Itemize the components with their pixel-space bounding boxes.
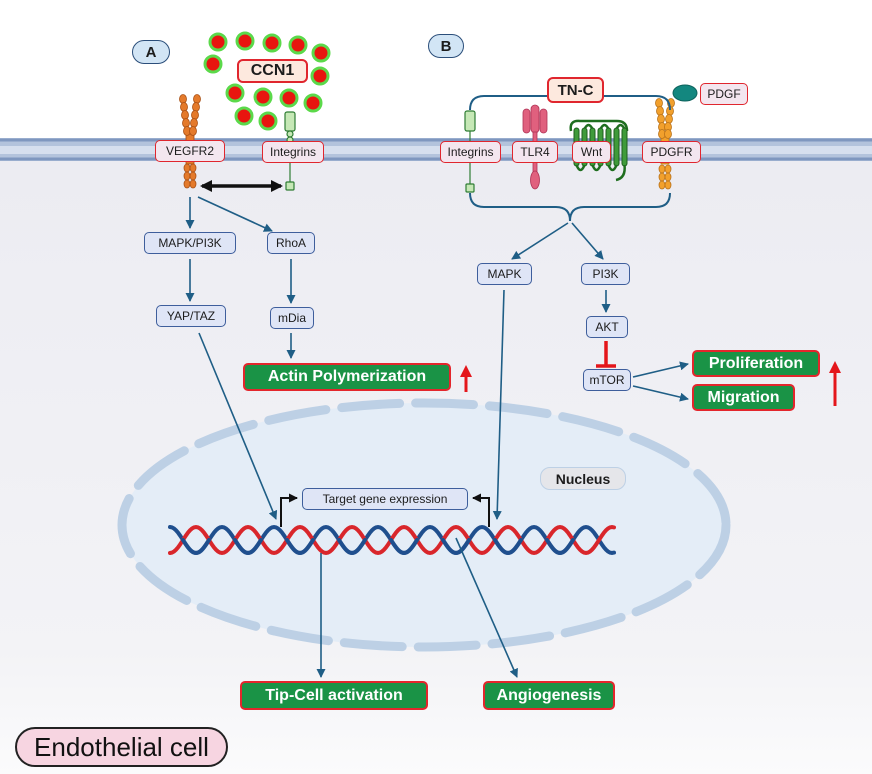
arrow-mtor-to-migration bbox=[632, 385, 689, 402]
ccn1-particle bbox=[279, 88, 299, 108]
wnt-label: Wnt bbox=[572, 141, 611, 163]
vegfr2-label: VEGFR2 bbox=[155, 140, 225, 162]
migration-outcome: Migration bbox=[692, 384, 795, 411]
arrow-mapk-to-dna bbox=[492, 289, 505, 520]
target-gene-expression-node: Target gene expression bbox=[302, 488, 468, 510]
mtor-node: mTOR bbox=[583, 369, 631, 391]
rhoa-node: RhoA bbox=[267, 232, 315, 254]
transcription-start-arrow-icon bbox=[472, 493, 490, 527]
dna-double-helix bbox=[168, 524, 616, 556]
akt-node: AKT bbox=[586, 316, 628, 338]
proliferation-outcome: Proliferation bbox=[692, 350, 820, 377]
arrow-receptors-to-pi3k bbox=[571, 222, 604, 260]
ccn1-particle bbox=[258, 111, 278, 131]
arrow-mtor-to-proliferation bbox=[632, 361, 689, 378]
integrin-b-icon bbox=[464, 110, 476, 193]
arrow-dna-to-angiogenesis bbox=[455, 537, 518, 678]
mapk-pi3k-node: MAPK/PI3K bbox=[144, 232, 236, 254]
dna-strand-blue-overlay bbox=[181, 538, 575, 555]
plasma-membrane bbox=[0, 138, 872, 161]
tnc-label: TN-C bbox=[547, 77, 604, 103]
endothelial-cell-label: Endothelial cell bbox=[15, 727, 228, 767]
pdgf-label: PDGF bbox=[700, 83, 748, 105]
dna-strand-blue-segment bbox=[233, 538, 263, 555]
pi3k-node: PI3K bbox=[581, 263, 630, 285]
panel-label-a: A bbox=[132, 40, 170, 64]
dna-strand-blue-segment bbox=[545, 538, 575, 555]
ccn1-particle bbox=[235, 31, 255, 51]
ccn1-particles bbox=[203, 31, 331, 131]
arrow-yap-taz-to-dna bbox=[198, 332, 278, 520]
ccn1-particle bbox=[234, 106, 254, 126]
tip-cell-activation-outcome: Tip-Cell activation bbox=[240, 681, 428, 710]
integrins-a-label: Integrins bbox=[262, 141, 324, 163]
ccn1-particle bbox=[311, 43, 331, 63]
pdgf-ligand-icon bbox=[672, 84, 698, 102]
mapk-node: MAPK bbox=[477, 263, 532, 285]
ccn1-particle bbox=[225, 83, 245, 103]
nucleus-label: Nucleus bbox=[540, 467, 626, 490]
pdgfr-label: PDGFR bbox=[642, 141, 701, 163]
arrow-receptors-to-mapk bbox=[511, 222, 569, 260]
yap-taz-node: YAP/TAZ bbox=[156, 305, 226, 327]
inhibition-bar-icon bbox=[596, 341, 616, 368]
ccn1-particle bbox=[203, 54, 223, 74]
dna-strand-blue-segment bbox=[285, 538, 315, 555]
dna-strand-blue-segment bbox=[441, 538, 471, 555]
integrins-b-label: Integrins bbox=[440, 141, 501, 163]
ccn1-particle bbox=[303, 93, 323, 113]
ccn1-particle bbox=[288, 35, 308, 55]
ccn1-particle bbox=[208, 32, 228, 52]
tlr4-label: TLR4 bbox=[512, 141, 558, 163]
dna-strand-blue-segment bbox=[389, 538, 419, 555]
mdia-node: mDia bbox=[270, 307, 314, 329]
dna-strand-blue-segment bbox=[181, 538, 211, 555]
angiogenesis-outcome: Angiogenesis bbox=[483, 681, 615, 710]
actin-polymerization-outcome: Actin Polymerization bbox=[243, 363, 451, 391]
integrin-a-icon bbox=[284, 111, 296, 191]
dna-strand-blue-segment bbox=[493, 538, 523, 555]
panel-label-b: B bbox=[428, 34, 464, 58]
receptor-bottom-brace bbox=[469, 192, 671, 222]
ccn1-particle bbox=[253, 87, 273, 107]
ccn1-particle bbox=[310, 66, 330, 86]
arrow-vegfr2-to-rhoa bbox=[197, 196, 273, 232]
ccn1-label: CCN1 bbox=[237, 59, 308, 83]
transcription-start-arrow-icon bbox=[280, 493, 298, 527]
ccn1-particle bbox=[262, 33, 282, 53]
nucleus-envelope bbox=[117, 398, 731, 652]
dna-strand-blue-segment bbox=[337, 538, 367, 555]
